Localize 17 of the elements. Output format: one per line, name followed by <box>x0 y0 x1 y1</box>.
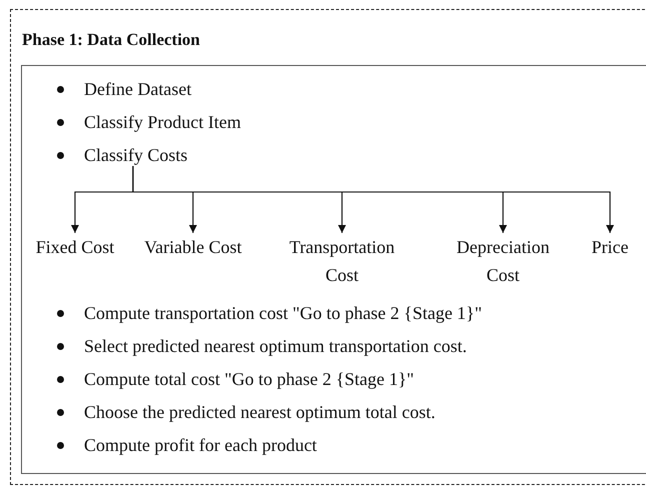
cost-label: Transportation Cost <box>288 236 396 287</box>
dashed-panel <box>10 9 646 485</box>
list-item: Classify Costs <box>84 144 188 166</box>
cost-label: Depreciation Cost <box>456 236 550 287</box>
branch-arrow <box>132 166 614 233</box>
cost-label: Price <box>590 236 630 259</box>
cost-label: Fixed Cost <box>34 236 116 259</box>
content-panel <box>21 65 646 474</box>
cost-label: Variable Cost <box>143 236 243 259</box>
panel-heading: Phase 1: Data Collection <box>22 30 200 50</box>
list-item: Compute transportation cost "Go to phase 2 {Stage 1}" <box>84 302 482 324</box>
list-item: Compute profit for each product <box>84 434 317 456</box>
list-item: Classify Product Item <box>84 111 241 133</box>
list-item: Select predicted nearest optimum transportation cost. <box>84 335 467 357</box>
list-item: Compute total cost "Go to phase 2 {Stage 1}" <box>84 368 414 390</box>
list-item: Define Dataset <box>84 78 192 100</box>
list-item: Choose the predicted nearest optimum total cost. <box>84 401 436 423</box>
